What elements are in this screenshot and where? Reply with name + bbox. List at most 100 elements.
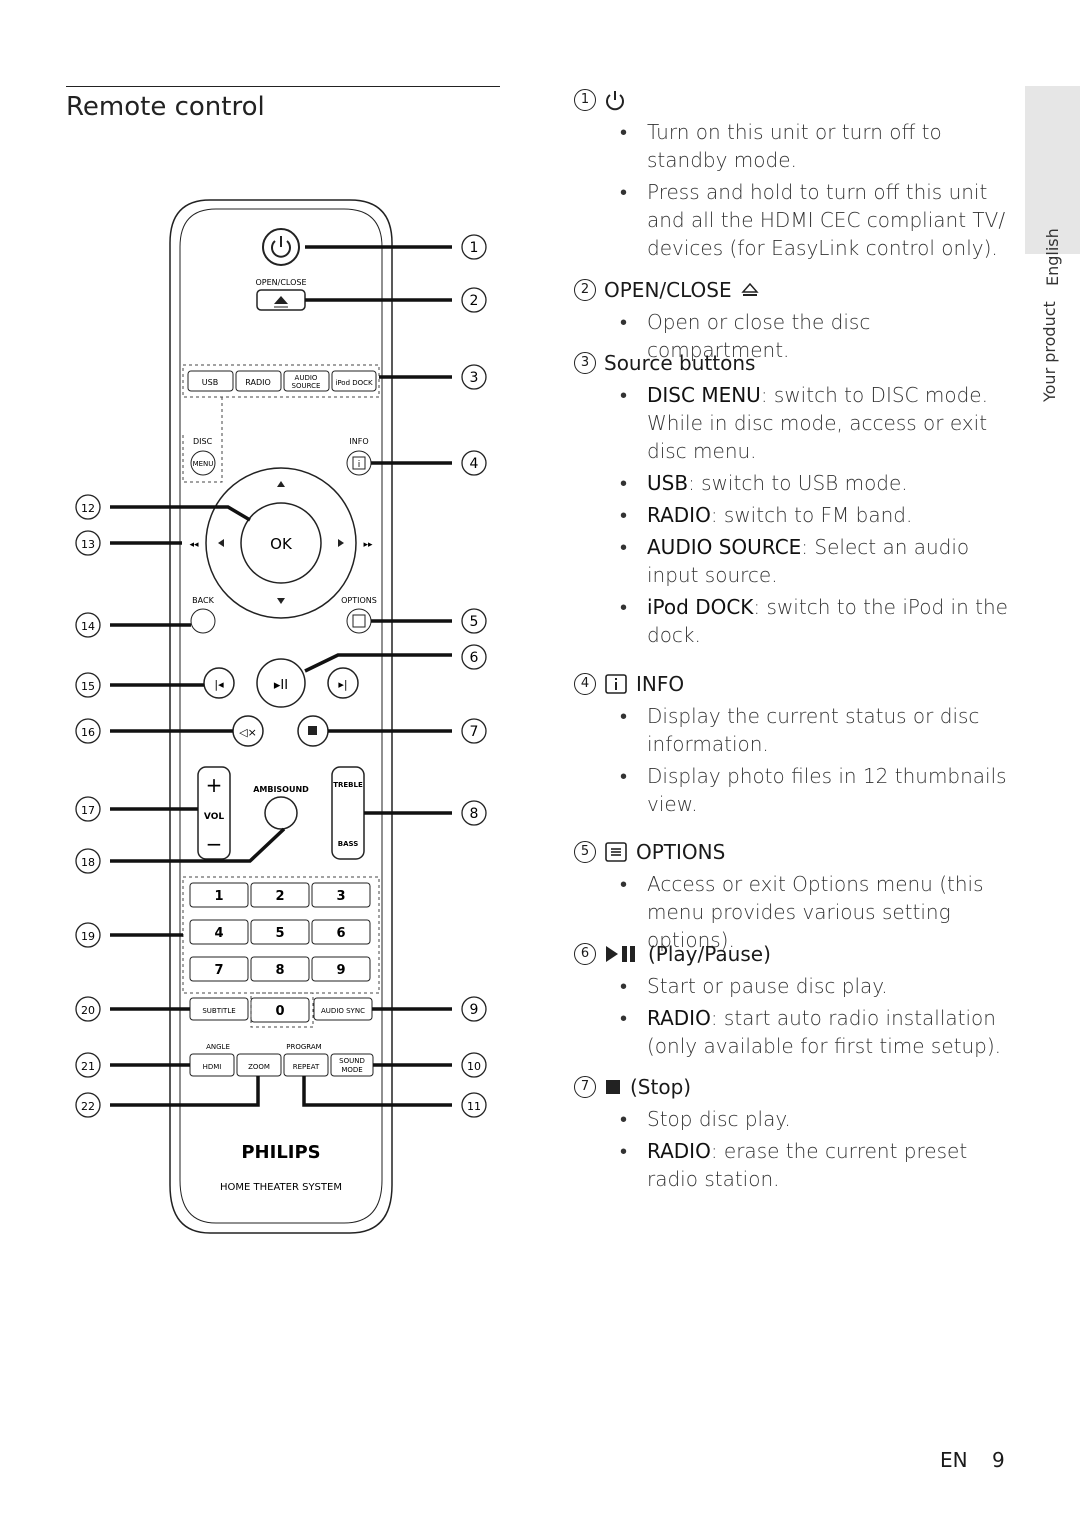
svg-text:ANGLE: ANGLE: [206, 1043, 230, 1051]
keypad-button-6: [311, 919, 371, 945]
callout-left-15: [75, 672, 101, 698]
section-6: 6(Play/Pause)Start or pause disc play.RA…: [574, 940, 1014, 1064]
svg-text:AUDIO SYNC: AUDIO SYNC: [321, 1007, 365, 1015]
keypad-button-2: [250, 882, 310, 908]
keypad-button-3: [311, 882, 371, 908]
section-number: 3: [574, 352, 596, 374]
bullet-list: Turn on this unit or turn off to standby…: [574, 118, 1014, 262]
callout-number: 20: [81, 1004, 95, 1017]
section-number: 1: [574, 89, 596, 111]
keypad-label: 4: [214, 926, 223, 941]
side-tab-label: English: [1043, 228, 1062, 286]
remote-body: [169, 199, 393, 1234]
keypad-button-8: [250, 956, 310, 982]
keypad-button-5: [250, 919, 310, 945]
list-item: RADIO: switch to FM band.: [574, 501, 1014, 529]
remote-illustration: OPEN/CLOSE USB RADIO AUDIO SOURCE iPod D…: [75, 199, 487, 1234]
section-title: Source buttons: [604, 351, 756, 375]
list-item: iPod DOCK: switch to the iPod in the doc…: [574, 593, 1014, 649]
callout-number: 13: [81, 538, 95, 551]
footer-language: EN: [940, 1448, 968, 1472]
options-icon: [604, 841, 628, 863]
keypad-label: 8: [275, 963, 284, 978]
section-title: (Stop): [630, 1075, 692, 1099]
svg-text:◂◂: ◂◂: [189, 540, 199, 550]
svg-text:TREBLE: TREBLE: [333, 781, 363, 789]
bullet-list: Stop disc play.RADIO: erase the current …: [574, 1105, 1014, 1193]
keypad-label: 7: [214, 963, 223, 978]
svg-text:REPEAT: REPEAT: [293, 1063, 320, 1071]
callout-number: 3: [470, 370, 479, 386]
svg-text:OK: OK: [270, 535, 293, 553]
callout-number: 21: [81, 1060, 95, 1073]
bullet-keyword: AUDIO SOURCE: [647, 535, 802, 559]
section-heading: 3 Source buttons: [574, 349, 1014, 377]
open-close-label: OPEN/CLOSE: [255, 278, 306, 287]
callout-left-18: [75, 848, 101, 874]
eject-icon: [740, 281, 760, 299]
bullet-list: DISC MENU: switch to DISC mode. While in…: [574, 381, 1014, 649]
callout-right-8: [461, 800, 487, 826]
usb-label: USB: [202, 378, 218, 387]
svg-text:AUDIO: AUDIO: [295, 374, 318, 382]
callout-left-20: [75, 996, 101, 1022]
bullet-keyword: DISC MENU: [647, 383, 761, 407]
title-rule: [66, 86, 500, 87]
section-4: 4INFODisplay the current status or disc …: [574, 670, 1014, 822]
svg-text:+: +: [206, 773, 223, 797]
repeat-button: [283, 1053, 329, 1077]
bullet-keyword: RADIO: [647, 1139, 711, 1163]
previous-button: [203, 667, 235, 699]
callout-number: 4: [470, 456, 479, 472]
callout-right-5: [461, 608, 487, 634]
callout-right-6: [461, 644, 487, 670]
callout-right-11: [461, 1092, 487, 1118]
section-number: 6: [574, 943, 596, 965]
stop-icon: [604, 1078, 622, 1096]
page-title: Remote control: [66, 92, 265, 122]
section-title: INFO: [636, 672, 685, 696]
list-item: Stop disc play.: [574, 1105, 1014, 1133]
callout-left-19: [75, 922, 101, 948]
vol-rocker: [197, 766, 231, 860]
keypad-button-4: [189, 919, 249, 945]
keypad-label: 3: [336, 889, 345, 904]
list-item: Turn on this unit or turn off to standby…: [574, 118, 1014, 174]
callout-number: 16: [81, 726, 95, 739]
callout-right-2: [461, 287, 487, 313]
bullet-list: Access or exit Options menu (this menu p…: [574, 870, 1014, 954]
page-number: 9: [991, 1448, 1005, 1472]
section-7: 7(Stop)Stop disc play.RADIO: erase the c…: [574, 1073, 1014, 1197]
power-icon: [604, 89, 626, 111]
callout-number: 22: [81, 1100, 95, 1113]
section-number: 5: [574, 841, 596, 863]
svg-text:|◂: |◂: [214, 678, 224, 691]
brand-logo: PHILIPS: [241, 1142, 320, 1163]
callout-number: 9: [470, 1002, 479, 1018]
keypad-button-9: [311, 956, 371, 982]
bullet-keyword: iPod DOCK: [647, 595, 754, 619]
svg-text:SOURCE: SOURCE: [292, 382, 321, 390]
disc-menu-button: [190, 450, 216, 476]
next-button: [327, 667, 359, 699]
section-number: 2: [574, 279, 596, 301]
keypad-label: 9: [336, 963, 345, 978]
page-footer: EN 9: [940, 1448, 1005, 1472]
audio-source-button: [283, 370, 330, 392]
section-1: 1Turn on this unit or turn off to standb…: [574, 86, 1014, 266]
keypad-label: 5: [275, 926, 284, 941]
keypad-label: 0: [275, 1004, 284, 1019]
svg-text:OPTIONS: OPTIONS: [341, 596, 377, 605]
callout-number: 14: [81, 620, 95, 633]
list-item: Start or pause disc play.: [574, 972, 1014, 1000]
usb-button: [187, 370, 234, 392]
callout-left-17: [75, 796, 101, 822]
list-item: USB: switch to USB mode.: [574, 469, 1014, 497]
callout-number: 2: [470, 293, 479, 309]
callout-number: 7: [470, 724, 479, 740]
radio-button: [235, 370, 282, 392]
svg-text:MENU: MENU: [193, 460, 214, 468]
bullet-keyword: RADIO: [647, 1006, 711, 1030]
keypad-label: 6: [336, 926, 345, 941]
